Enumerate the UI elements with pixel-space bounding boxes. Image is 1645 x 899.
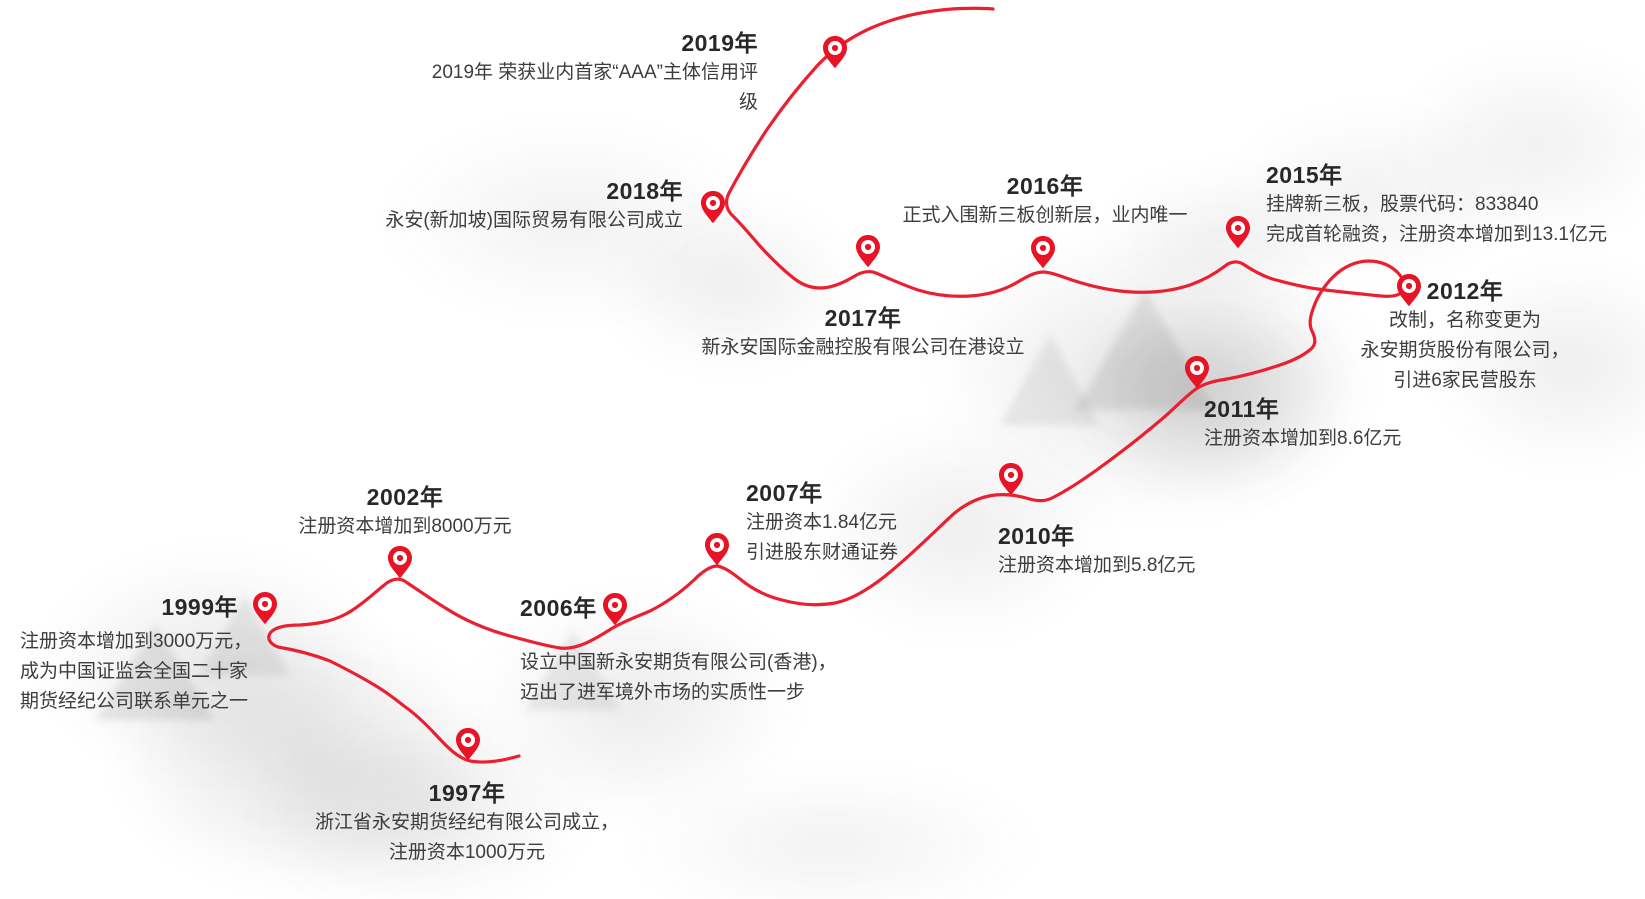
location-pin-icon-2018 [701, 191, 725, 223]
location-pin-icon-2017 [856, 235, 880, 267]
milestone-year: 2010年 [998, 523, 1075, 549]
milestone-2007: 2007年 注册资本1.84亿元 引进股东财通证券 [746, 478, 1016, 568]
milestone-2012: 2012年 改制，名称变更为 永安期货股份有限公司， 引进6家民营股东 [1330, 276, 1600, 396]
milestone-year: 2006年 [520, 595, 597, 621]
milestone-2010: 2010年 注册资本增加到5.8亿元 [998, 521, 1268, 581]
milestone-2006: 2006年 设立中国新永安期货有限公司(香港)， 迈出了进军境外市场的实质性一步 [520, 593, 890, 708]
location-pin-icon-1999 [253, 592, 277, 624]
location-pin-icon-2019 [823, 36, 847, 68]
milestone-2011: 2011年 注册资本增加到8.6亿元 [1204, 394, 1474, 454]
milestone-year: 2018年 [606, 178, 683, 204]
milestone-line: 挂牌新三板，股票代码：833840 [1266, 194, 1539, 215]
milestone-2017: 2017年 新永安国际金融控股有限公司在港设立 [680, 303, 1046, 363]
milestone-year: 2011年 [1204, 396, 1280, 422]
milestone-line: 2019年 荣获业内首家“AAA”主体信用评级 [431, 62, 758, 113]
milestone-line: 期货经纪公司联系单元之一 [20, 691, 249, 712]
milestone-line: 完成首轮融资，注册资本增加到13.1亿元 [1266, 224, 1607, 245]
milestone-line: 成为中国证监会全国二十家 [20, 661, 249, 682]
milestone-2002: 2002年 注册资本增加到8000万元 [240, 482, 570, 542]
milestone-line: 正式入围新三板创新层，业内唯一 [902, 205, 1188, 226]
milestone-line: 永安(新加坡)国际贸易有限公司成立 [385, 210, 683, 231]
milestone-line: 注册资本增加到5.8亿元 [998, 555, 1196, 576]
milestone-year: 2017年 [824, 305, 902, 331]
location-pin-icon-2007 [705, 533, 729, 565]
milestone-year: 2007年 [746, 480, 823, 506]
milestone-1999: 1999年 注册资本增加到3000万元， 成为中国证监会全国二十家 期货经纪公司… [20, 592, 268, 717]
milestone-line: 注册资本1000万元 [388, 842, 546, 863]
location-pin-icon-2002 [388, 546, 412, 578]
milestone-line: 新永安国际金融控股有限公司在港设立 [701, 337, 1025, 358]
milestone-2019: 2019年 2019年 荣获业内首家“AAA”主体信用评级 [415, 28, 758, 118]
milestone-line: 注册资本1.84亿元 [746, 512, 897, 533]
location-pin-icon-2012 [1397, 274, 1421, 306]
milestone-2015: 2015年 挂牌新三板，股票代码：833840 完成首轮融资，注册资本增加到13… [1266, 160, 1645, 250]
milestone-line: 注册资本增加到3000万元， [20, 631, 253, 652]
milestone-line: 注册资本增加到8.6亿元 [1204, 428, 1402, 449]
milestone-line: 浙江省永安期货经纪有限公司成立， [314, 812, 619, 833]
milestone-line: 注册资本增加到8000万元 [298, 516, 512, 537]
milestone-year: 1999年 [161, 594, 238, 620]
milestone-line: 迈出了进军境外市场的实质性一步 [520, 682, 806, 703]
milestone-line: 引进6家民营股东 [1393, 370, 1537, 391]
milestone-line: 永安期货股份有限公司， [1360, 340, 1570, 361]
milestone-1997: 1997年 浙江省永安期货经纪有限公司成立， 注册资本1000万元 [300, 778, 634, 868]
milestone-year: 2015年 [1266, 162, 1343, 188]
milestone-line: 设立中国新永安期货有限公司(香港)， [520, 652, 837, 673]
milestone-year: 2016年 [1006, 173, 1084, 199]
location-pin-icon-2015 [1226, 216, 1250, 248]
milestone-year: 1997年 [428, 780, 506, 806]
milestone-2018: 2018年 永安(新加坡)国际贸易有限公司成立 [355, 176, 683, 236]
milestone-year: 2012年 [1426, 278, 1504, 304]
location-pin-icon-2006 [603, 593, 627, 625]
location-pin-icon-2010 [999, 463, 1023, 495]
location-pin-icon-2016 [1031, 236, 1055, 268]
milestone-2016: 2016年 正式入围新三板创新层，业内唯一 [890, 171, 1200, 231]
milestone-year: 2002年 [366, 484, 444, 510]
milestone-line: 改制，名称变更为 [1388, 310, 1541, 331]
milestone-line: 引进股东财通证券 [746, 542, 899, 563]
milestone-year: 2019年 [681, 30, 758, 56]
location-pin-icon-2011 [1185, 356, 1209, 388]
location-pin-icon-1997 [456, 728, 480, 760]
